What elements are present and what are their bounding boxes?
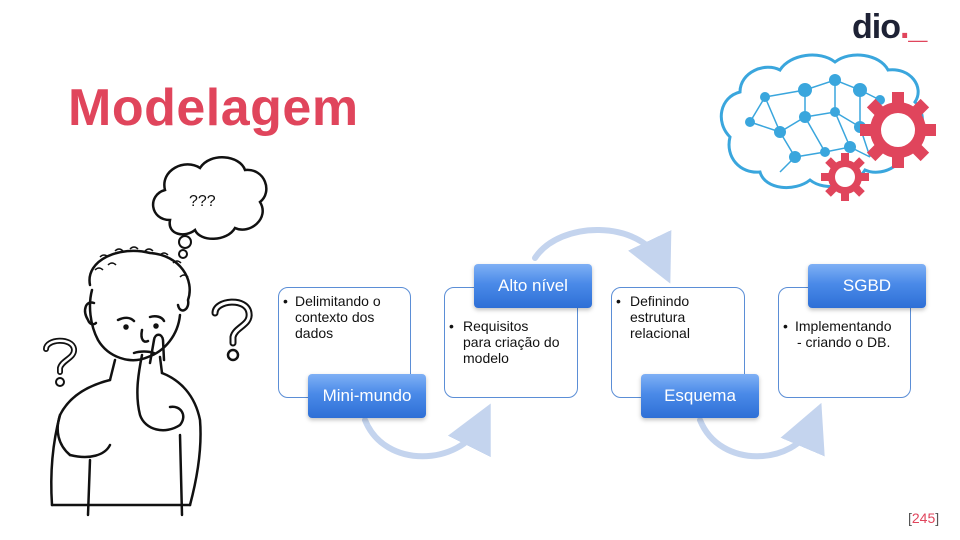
thought-bubble-text: ??? (189, 193, 216, 210)
slide-title: Modelagem (68, 79, 359, 137)
step-label-esquema: Esquema (641, 374, 759, 418)
logo-accent: ._ (899, 8, 927, 46)
question-mark-icon (211, 298, 253, 362)
step-card-text: • Requisitos para criação do modelo (449, 318, 560, 366)
step-card-text: • Delimitando o contexto dos dados (283, 293, 381, 341)
step-label-sgbd: SGBD (808, 264, 926, 308)
step-card-text: • Implementando - criando o DB. (783, 318, 892, 350)
dio-logo: dio._ (852, 8, 927, 47)
thought-bubble (152, 156, 268, 259)
brain-gears-illustration (719, 53, 936, 201)
question-mark-icon (43, 337, 77, 387)
thinking-person-illustration (50, 246, 202, 517)
step-label-alto-nivel: Alto nível (474, 264, 592, 308)
step-label-mini-mundo: Mini-mundo (308, 374, 426, 418)
page-number: [245] (908, 510, 940, 526)
step-card-text: • Definindo estrutura relacional (616, 293, 690, 341)
logo-text: dio (852, 8, 901, 46)
